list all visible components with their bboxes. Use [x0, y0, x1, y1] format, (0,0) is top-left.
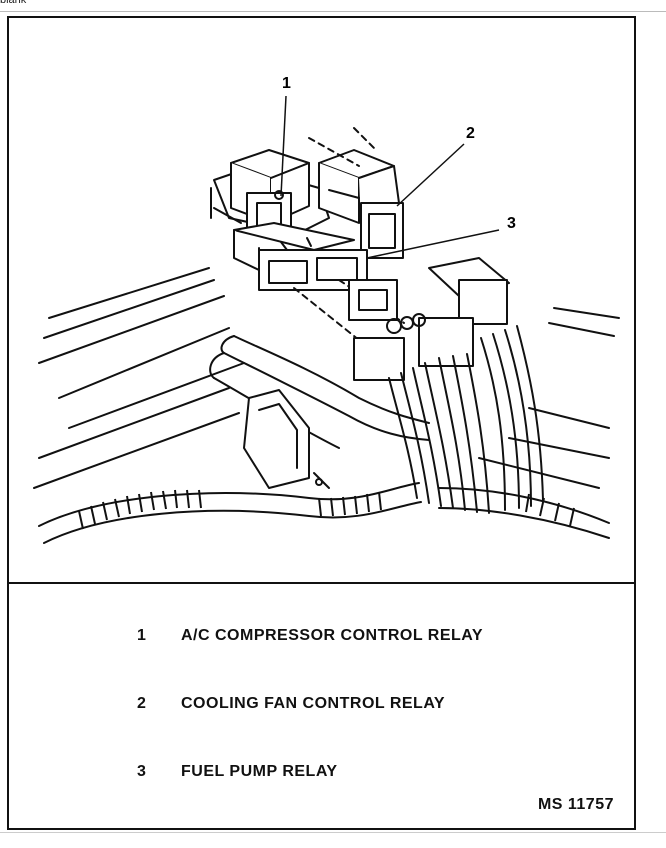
- relay-illustration: 1 2 3: [33, 75, 620, 544]
- legend-text-3: FUEL PUMP RELAY: [181, 763, 338, 780]
- legend-num-1: 1: [137, 627, 147, 644]
- callout-3: 3: [507, 215, 516, 232]
- header-fragment: blank: [0, 0, 27, 6]
- callout-1: 1: [282, 75, 291, 92]
- legend-num-3: 3: [137, 763, 147, 780]
- legend-num-2: 2: [137, 695, 147, 712]
- figure-code: MS 11757: [537, 796, 614, 813]
- header-rule: [0, 11, 666, 12]
- footer-rule: [0, 832, 666, 833]
- legend-item-2: 2 COOLING FAN CONTROL RELAY: [137, 695, 445, 713]
- legend-text-1: A/C COMPRESSOR CONTROL RELAY: [181, 627, 484, 644]
- callout-2: 2: [466, 125, 475, 142]
- legend-item-3: 3 FUEL PUMP RELAY: [137, 763, 338, 781]
- legend-divider: [9, 582, 634, 584]
- legend-text-2: COOLING FAN CONTROL RELAY: [181, 695, 446, 712]
- legend-item-1: 1 A/C COMPRESSOR CONTROL RELAY: [137, 627, 483, 645]
